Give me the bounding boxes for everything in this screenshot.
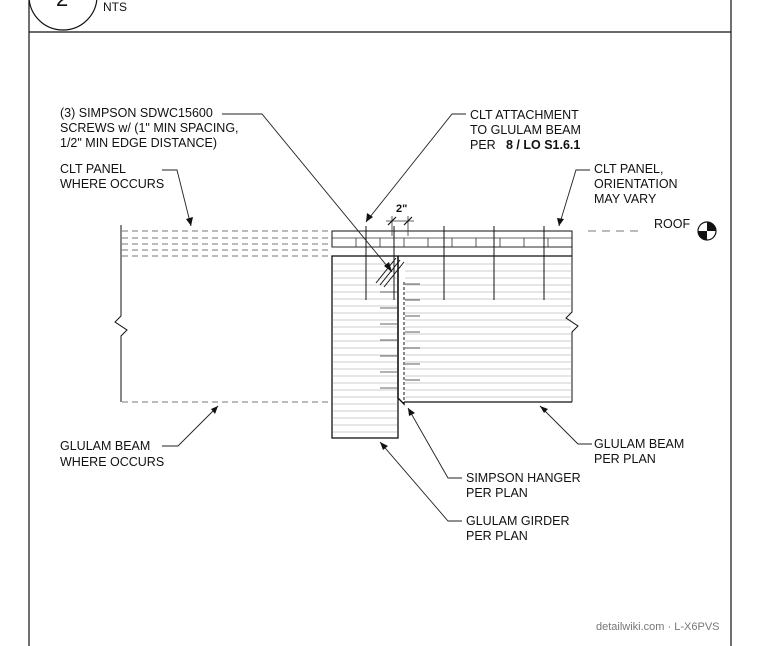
- label-screws-line-2: SCREWS w/ (1" MIN SPACING,: [60, 121, 239, 135]
- label-hanger-line-2: PER PLAN: [466, 486, 528, 500]
- simpson-hanger: [380, 256, 420, 406]
- label-screws-line-1: (3) SIMPSON SDWC15600: [60, 106, 213, 120]
- label-clt-attachment-line-2: TO GLULAM BEAM: [470, 123, 581, 137]
- dimension-label: 2": [396, 203, 407, 215]
- label-glulam-beam-right: GLULAM BEAM PER PLAN: [594, 437, 684, 466]
- label-screws-line-3: 1/2" MIN EDGE DISTANCE): [60, 136, 217, 150]
- label-clt-attachment-reference: 8 / LO S1.6.1: [506, 138, 580, 152]
- label-girder-line-2: PER PLAN: [466, 529, 528, 543]
- glulam-girder: [331, 255, 399, 439]
- label-clt-attachment-line-1: CLT ATTACHMENT: [470, 108, 579, 122]
- label-simpson-hanger: SIMPSON HANGER PER PLAN: [466, 471, 581, 500]
- glulam-beam: [398, 231, 579, 403]
- label-clt-panel-left-line-1: CLT PANEL: [60, 162, 126, 176]
- label-glulam-beam-right-line-2: PER PLAN: [594, 452, 656, 466]
- label-clt-panel-right-line-2: ORIENTATION: [594, 177, 678, 191]
- label-glulam-beam-left-line-1: GLULAM BEAM: [60, 439, 150, 453]
- label-clt-panel-right-line-1: CLT PANEL,: [594, 162, 663, 176]
- detail-number-bubble: 2: [28, 0, 98, 31]
- dimension-2in: 2": [386, 203, 414, 236]
- glulam-beam-where-occurs: [114, 225, 332, 403]
- label-clt-panel-right: CLT PANEL, ORIENTATION MAY VARY: [594, 162, 678, 206]
- watermark: detailwiki.com · L-X6PVS: [596, 621, 720, 633]
- label-hanger-line-1: SIMPSON HANGER: [466, 471, 581, 485]
- roof-label: ROOF: [654, 217, 690, 231]
- label-glulam-beam-left: GLULAM BEAM WHERE OCCURS: [60, 439, 164, 469]
- sdwc-screws: [375, 257, 405, 288]
- label-clt-panel-right-line-3: MAY VARY: [594, 192, 657, 206]
- roof-level-marker: [697, 221, 717, 241]
- label-clt-attachment: CLT ATTACHMENT TO GLULAM BEAM PER 8 / LO…: [470, 108, 581, 152]
- detail-number: 2: [56, 0, 68, 11]
- scale-label: NTS: [103, 0, 127, 14]
- leaders: [162, 113, 592, 522]
- label-glulam-girder: GLULAM GIRDER PER PLAN: [466, 514, 570, 543]
- label-glulam-beam-left-line-2: WHERE OCCURS: [60, 455, 164, 469]
- label-screws: (3) SIMPSON SDWC15600 SCREWS w/ (1" MIN …: [60, 106, 239, 150]
- clt-attachment-screws: [365, 226, 545, 300]
- label-clt-panel-left: CLT PANEL WHERE OCCURS: [60, 162, 164, 191]
- label-clt-panel-left-line-2: WHERE OCCURS: [60, 177, 164, 191]
- label-glulam-beam-right-line-1: GLULAM BEAM: [594, 437, 684, 451]
- label-clt-attachment-line-3: PER: [470, 138, 496, 152]
- label-girder-line-1: GLULAM GIRDER: [466, 514, 570, 528]
